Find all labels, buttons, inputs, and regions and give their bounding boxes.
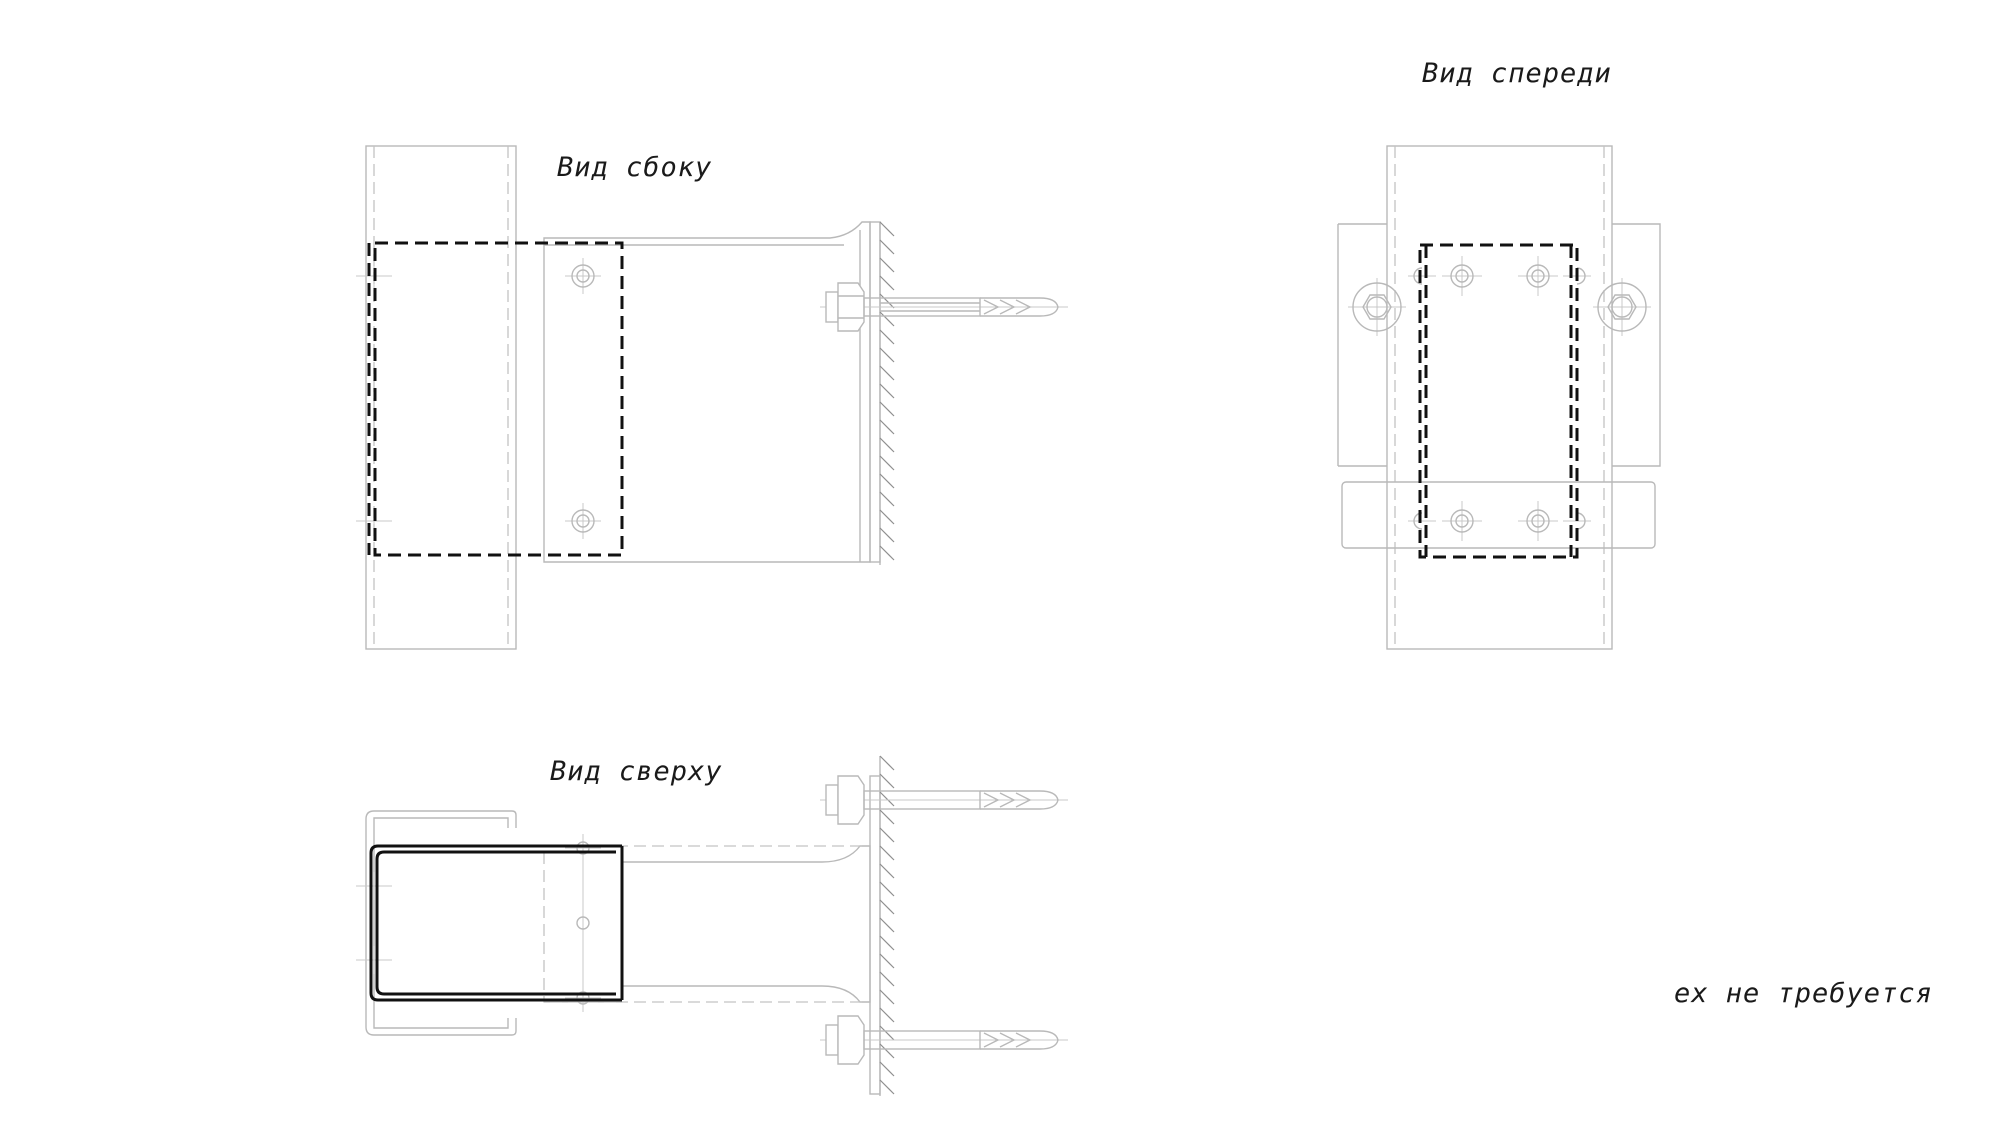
top-view-anchor-lower (820, 1015, 1068, 1065)
hatch-line (879, 419, 895, 435)
top-view-bracket (543, 845, 871, 1003)
side-view-anchor (820, 282, 1068, 332)
hatch-line (879, 509, 895, 525)
hatch-line (879, 365, 895, 381)
hatch-line (879, 1079, 895, 1095)
hatch-line (879, 881, 895, 897)
hatch-line (879, 773, 895, 789)
bolt-icon (1442, 256, 1482, 296)
hatch-line (879, 491, 895, 507)
hatch-line (879, 1061, 895, 1077)
note-text: ех не требуется (1674, 978, 1933, 1009)
nut-icon (1348, 278, 1406, 336)
side-view-post (365, 145, 517, 650)
bolt-icon (1518, 501, 1558, 541)
hatch-line (879, 863, 895, 879)
top-view-post (365, 810, 517, 1036)
bolt-icon (1442, 501, 1482, 541)
bolt-icon (1408, 267, 1591, 530)
top-view-wall-plate (869, 755, 895, 1096)
bolt-icon (565, 984, 601, 1012)
front-view-post (1386, 145, 1613, 650)
hatch-line (879, 1025, 895, 1041)
nut-icon (1593, 278, 1651, 336)
bolt-icon (356, 946, 392, 974)
hatch-line (879, 401, 895, 417)
hatch-line (879, 1007, 895, 1023)
hatch-line (879, 221, 895, 237)
hatch-line (879, 239, 895, 255)
side-view-hidden-insert (367, 241, 624, 557)
hatch-line (879, 275, 895, 291)
bolt-icon (565, 834, 601, 862)
front-view-title: Вид спереди (1422, 58, 1612, 89)
hatch-line (879, 545, 895, 561)
front-view-hidden-insert (1418, 243, 1579, 559)
hatch-line (879, 971, 895, 987)
hatch-line (879, 809, 895, 825)
hatch-line (879, 1043, 895, 1059)
bolt-icon (356, 872, 392, 900)
front-view-anchor-nuts (1348, 278, 1651, 336)
hatch-line (879, 917, 895, 933)
side-view: Вид сбоку (356, 145, 1068, 650)
top-view-bolts (356, 834, 601, 1012)
front-view: Вид спереди (1337, 58, 1661, 650)
top-view: Вид сверху (356, 755, 1068, 1096)
hatch-line (879, 329, 895, 345)
front-view-wall-plate (1337, 223, 1661, 549)
side-view-wall-hatch (879, 221, 895, 565)
hatch-line (879, 383, 895, 399)
bolt-icon (565, 258, 601, 294)
top-view-title: Вид сверху (550, 756, 723, 787)
hatch-line (879, 347, 895, 363)
top-view-insert-profile (369, 844, 624, 1002)
hatch-line (879, 791, 895, 807)
hatch-line (879, 953, 895, 969)
hatch-line (879, 437, 895, 453)
hatch-line (879, 827, 895, 843)
hatch-line (879, 935, 895, 951)
hatch-line (879, 755, 895, 771)
side-view-wall-plate (869, 221, 881, 563)
hatch-line (879, 845, 895, 861)
top-view-anchor-upper (820, 775, 1068, 825)
hatch-line (879, 473, 895, 489)
hatch-line (879, 257, 895, 273)
side-view-title: Вид сбоку (557, 152, 712, 183)
hatch-line (879, 455, 895, 471)
hatch-line (879, 989, 895, 1005)
bolt-icon (1518, 256, 1558, 296)
front-view-bolts (1408, 256, 1591, 541)
hatch-line (879, 293, 895, 309)
side-view-bolts (356, 258, 601, 539)
hatch-line (879, 899, 895, 915)
bolt-icon (565, 503, 601, 539)
hatch-line (879, 311, 895, 327)
hatch-line (879, 527, 895, 543)
